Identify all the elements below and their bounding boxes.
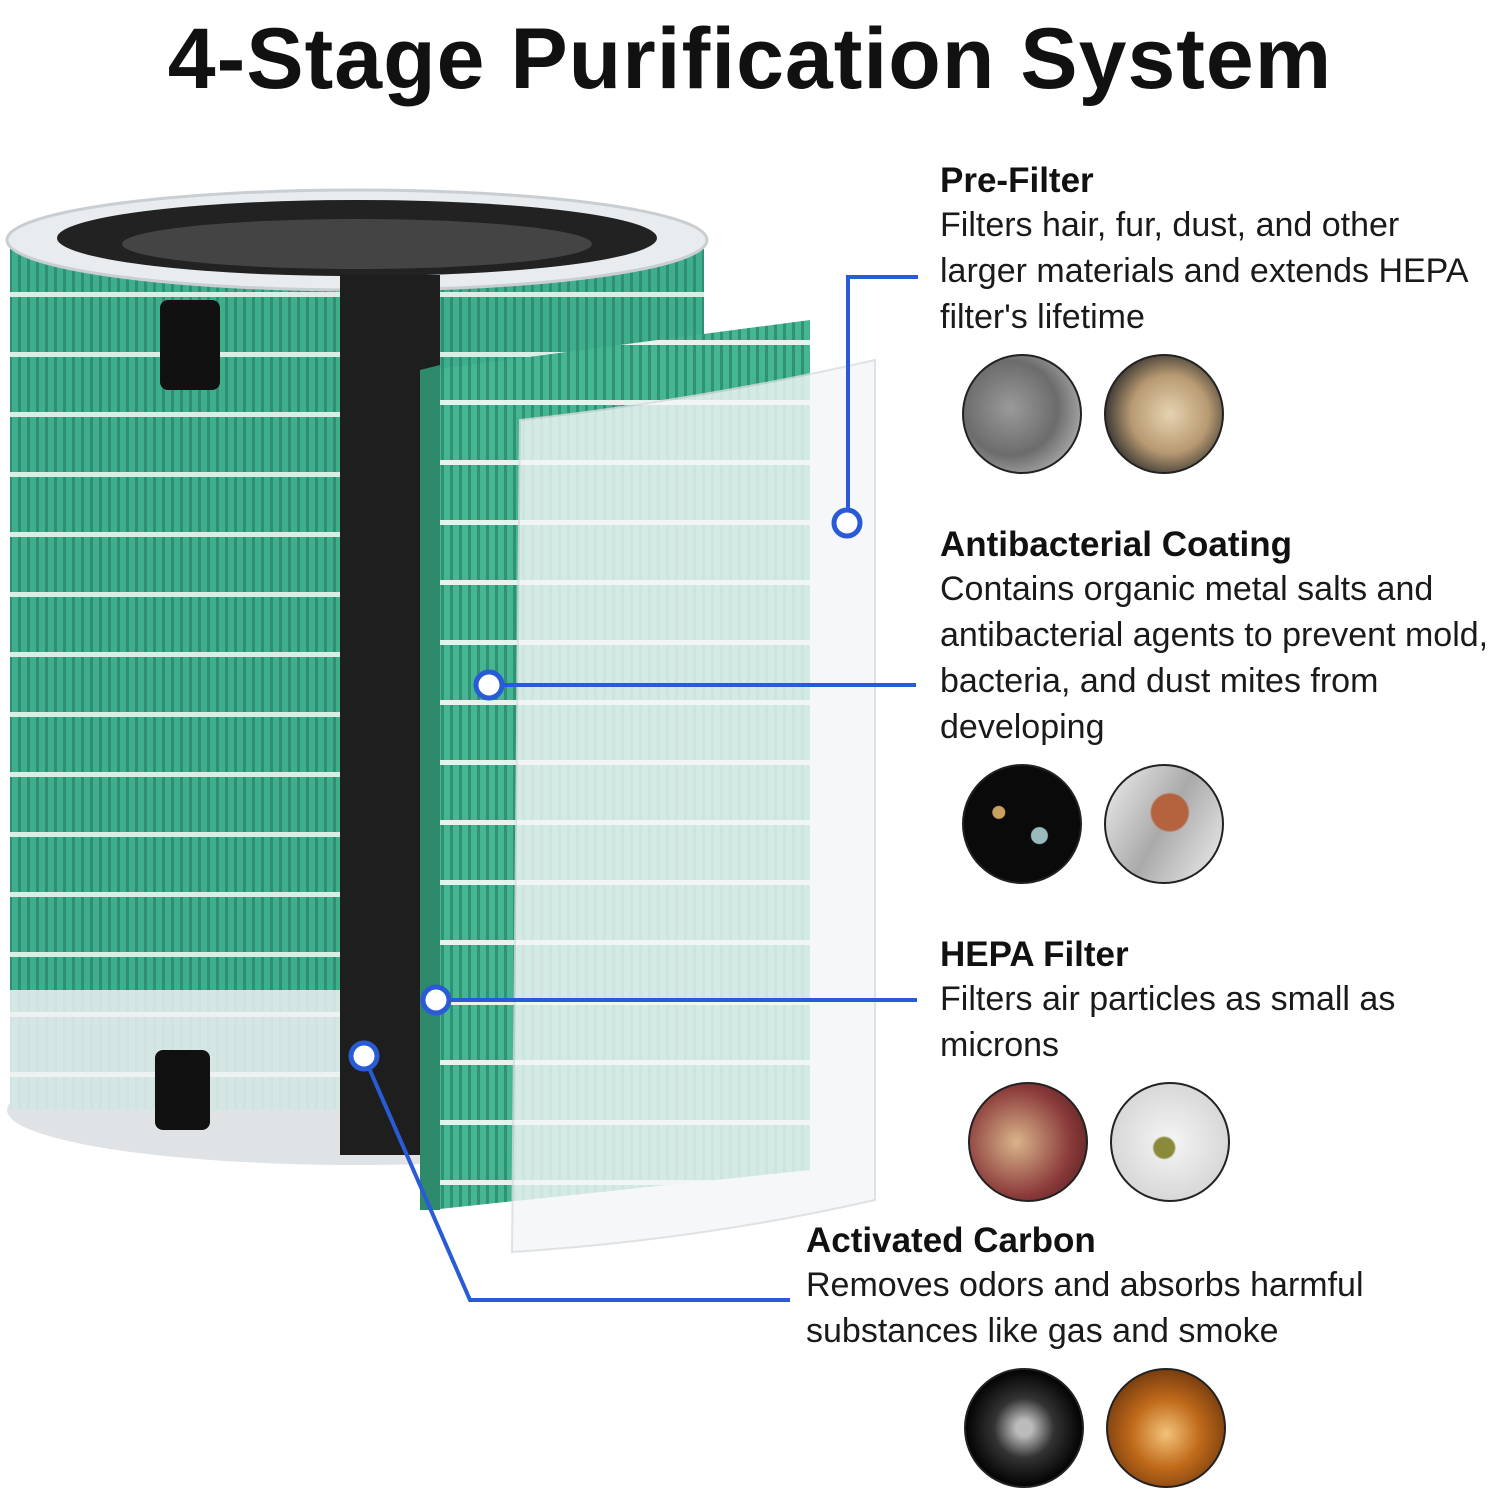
dust-mite-image [1104,764,1224,884]
stage-description: Filters hair, fur, dust, and other large… [940,206,1467,336]
bacteria-image [962,764,1082,884]
leader-lines [367,275,918,1302]
stage-heading: Activated Carbon [806,1221,1096,1260]
stage-activated-carbon: Activated Carbon Removes odors and absor… [806,1220,1486,1488]
pre-filter-layer [510,358,876,1254]
page-title: 4-Stage Purification System [167,11,1333,107]
stage-antibacterial: Antibacterial Coating Contains organic m… [940,524,1500,884]
stage-heading: Antibacterial Coating [940,525,1292,564]
stage-heading: Pre-Filter [940,161,1094,200]
smoke-image [964,1368,1084,1488]
stage-pre-filter: Pre-Filter Filters hair, fur, dust, and … [940,160,1480,474]
mold-spores-image [1110,1082,1230,1202]
gas-residue-image [1106,1368,1226,1488]
stage-description: Contains organic metal salts and antibac… [940,570,1489,746]
hair-image [1104,354,1224,474]
stage-description: Filters air particles as small as micron… [940,980,1396,1064]
stage-heading: HEPA Filter [940,935,1129,974]
dust-image [962,354,1082,474]
stage-description: Removes odors and absorbs harmful substa… [806,1266,1364,1350]
microbes-image [968,1082,1088,1202]
stage-hepa: HEPA Filter Filters air particles as sma… [940,934,1480,1202]
leader-dots [348,507,863,1072]
